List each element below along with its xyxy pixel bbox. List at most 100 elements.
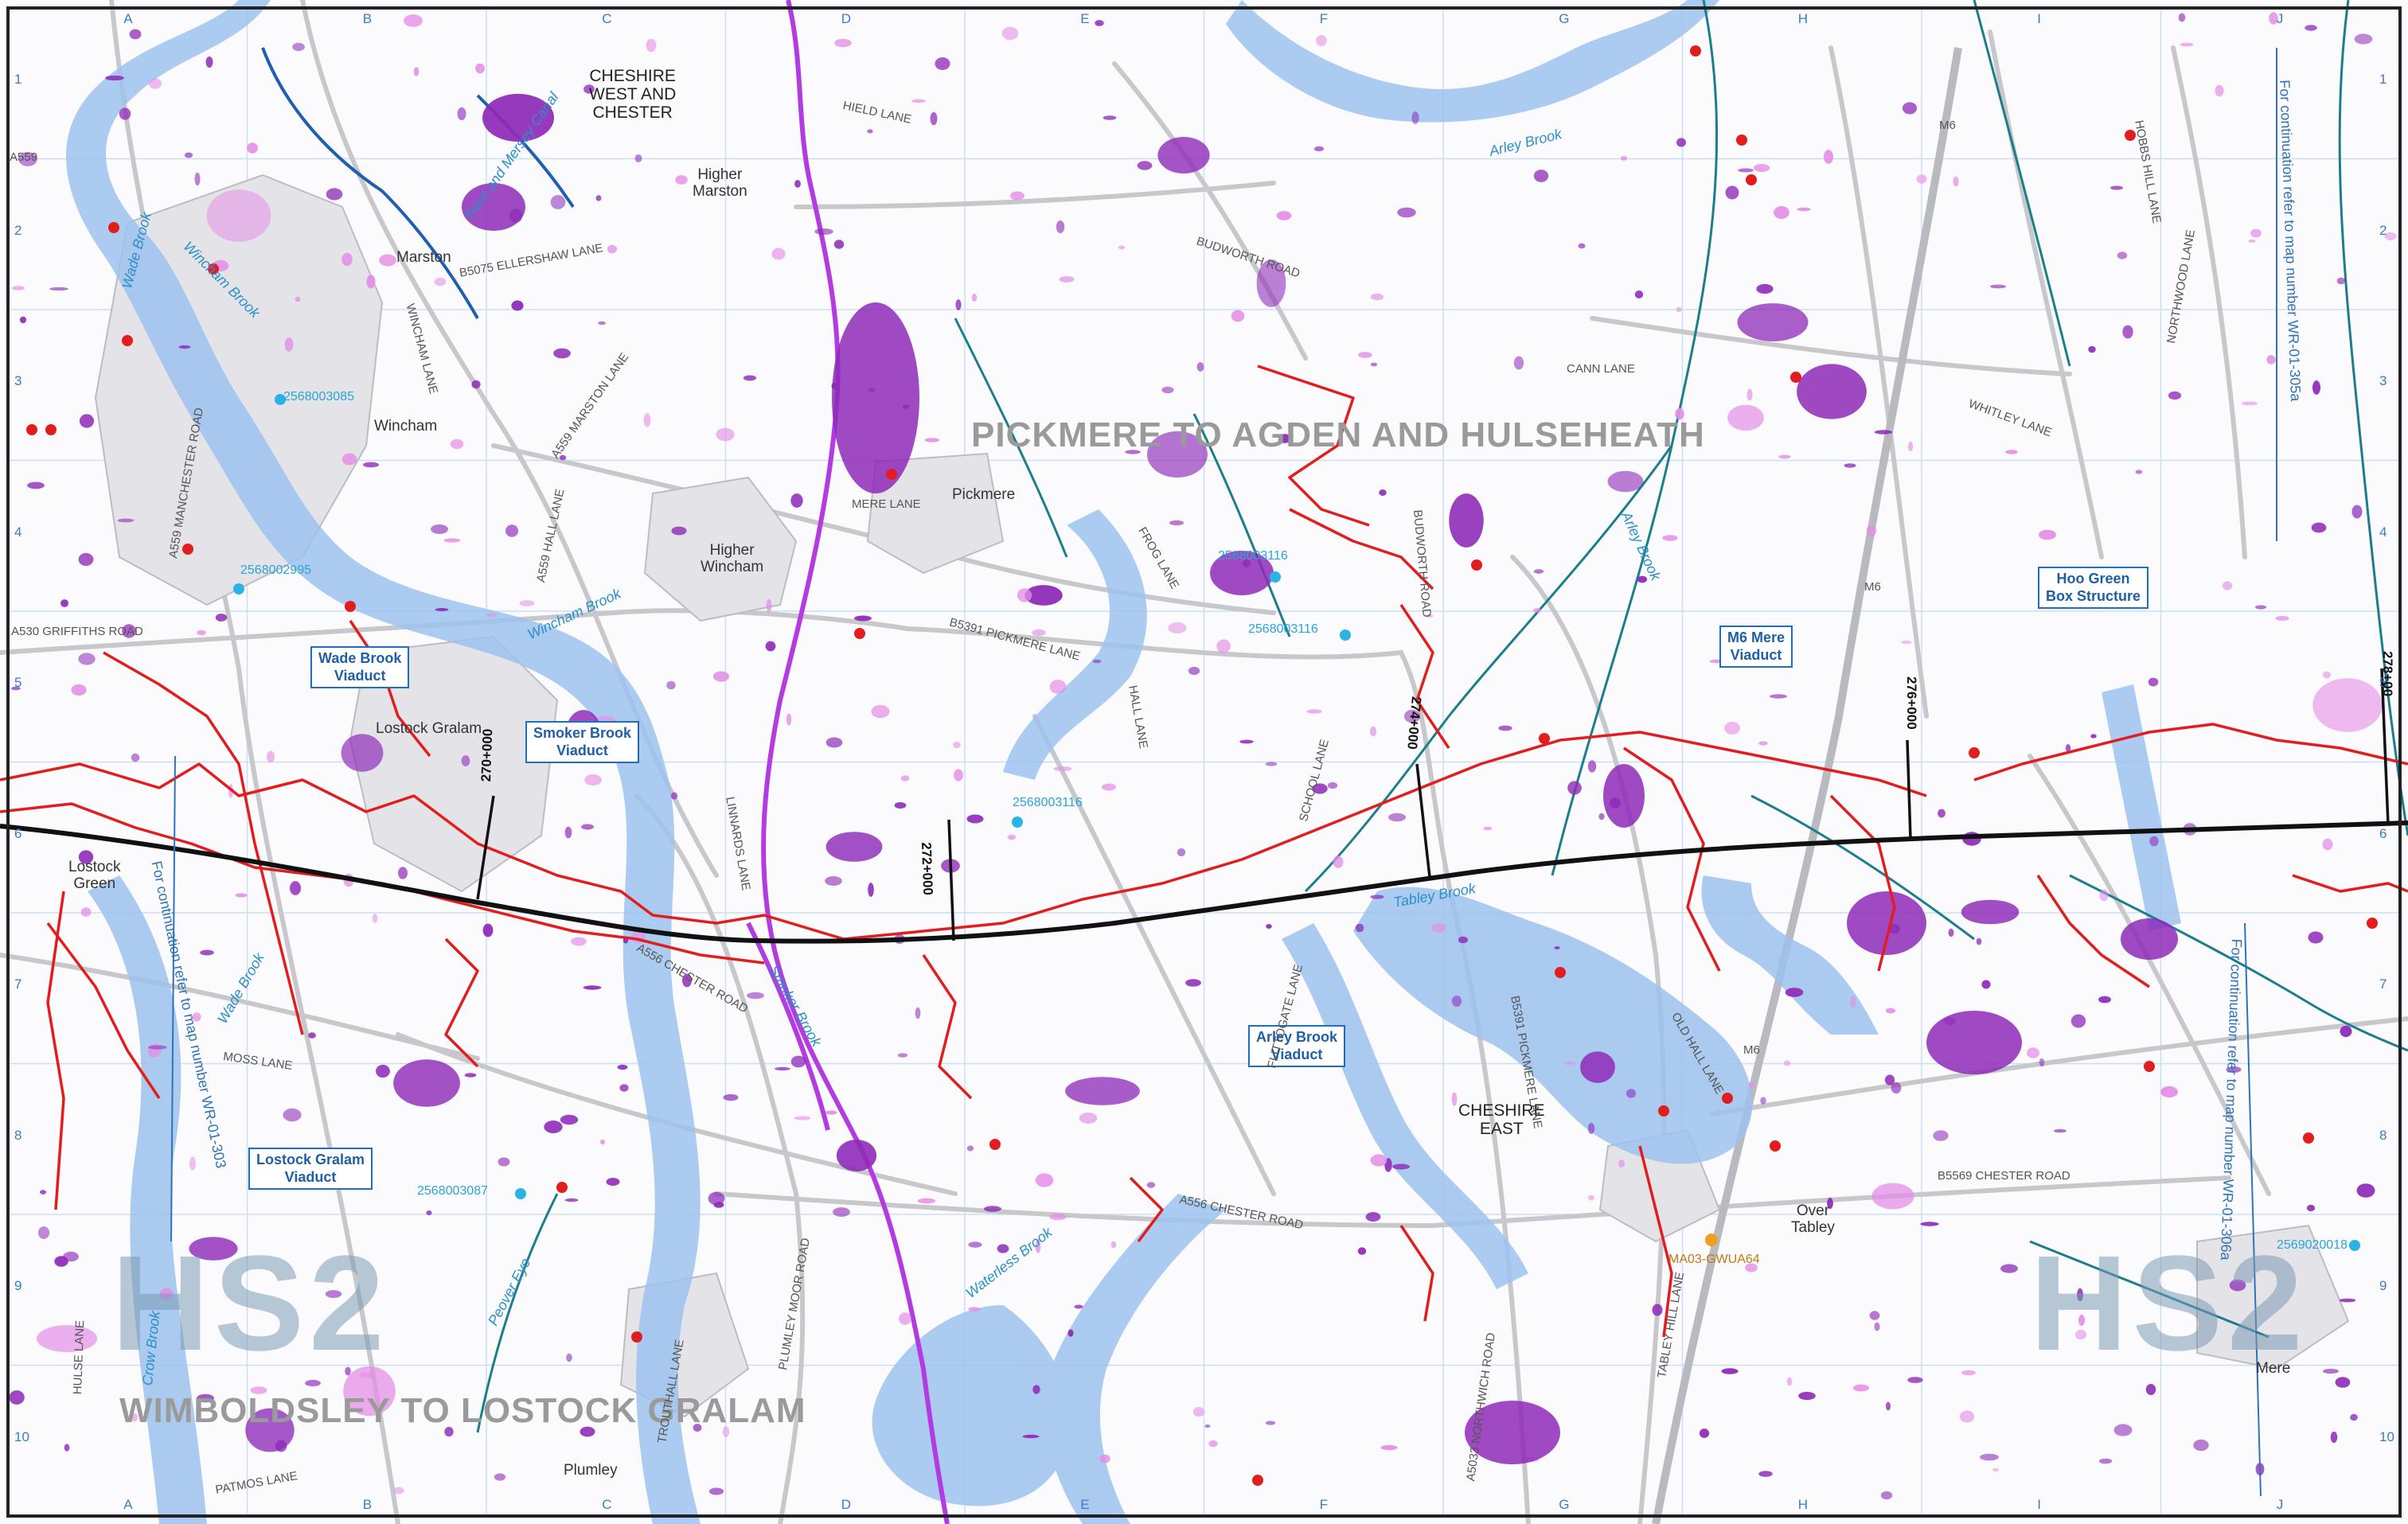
surface-water-patch (1102, 783, 1116, 791)
structure-lostock-gralam-viaduct[interactable]: Lostock Gralam Viaduct (248, 1148, 373, 1191)
chainage-272: 272+000 (919, 841, 936, 896)
surface-water-patch (1565, 1061, 1575, 1066)
surface-water-patch (930, 111, 938, 126)
monitoring-point (886, 469, 897, 480)
surface-water-patch (1725, 185, 1739, 200)
surface-water-patch (1022, 1434, 1040, 1439)
surface-water-patch (1032, 1385, 1040, 1394)
surface-water-patch (825, 1110, 837, 1115)
well-points (233, 394, 2360, 1251)
surface-water-patch (671, 526, 687, 536)
structure-wade-brook-viaduct[interactable]: Wade Brook Viaduct (310, 646, 410, 689)
surface-water-patch (1920, 1222, 1939, 1226)
grid-col-label: B (362, 1497, 373, 1512)
surface-water-patch (2088, 345, 2096, 353)
surface-water-patch (559, 454, 567, 461)
road-mere-lane: MERE LANE (852, 497, 921, 511)
surface-water-patch (1769, 694, 1788, 699)
surface-water-patch (2229, 1279, 2246, 1292)
surface-water-patch (1035, 1173, 1054, 1187)
surface-water-patch (283, 1108, 302, 1122)
surface-water-patch (1786, 1377, 1793, 1386)
surface-water-patch (2351, 505, 2363, 519)
surface-water-patch (122, 624, 136, 638)
place-lostock-green: Lostock Green (68, 859, 121, 892)
surface-water-patch (2122, 325, 2133, 339)
surface-water-patch (1370, 1154, 1387, 1167)
surface-water-patch (723, 1093, 739, 1101)
surface-water-patch (376, 1064, 390, 1078)
grid-col-label: B (362, 11, 373, 26)
surface-water-patch (564, 826, 572, 839)
grid-row-label: 5 (2379, 675, 2387, 690)
surface-water-patch (1110, 1241, 1117, 1249)
surface-water-patch (1618, 1159, 1625, 1168)
surface-water-patch (2312, 380, 2320, 395)
structure-smoker-brook-viaduct[interactable]: Smoker Brook Viaduct (525, 721, 640, 764)
surface-water-patch (235, 893, 248, 898)
surface-water-patch (1824, 150, 1833, 164)
surface-water-patch (2145, 1384, 2156, 1395)
surface-water-pool (1847, 891, 1926, 955)
place-marston: Marston (396, 249, 451, 266)
surface-water-patch (2168, 391, 2182, 400)
monitoring-point (1722, 1093, 1733, 1104)
route-title-south: WIMBOLDSLEY TO LOSTOCK GRALAM (119, 1391, 806, 1430)
grid-row-label: 1 (2379, 72, 2387, 87)
well-label-2569020018: 2569020018 (2277, 1238, 2348, 1252)
surface-water-pool (1603, 764, 1645, 828)
surface-water-patch (854, 615, 872, 622)
grid-col-label: E (1080, 1497, 1090, 1512)
surface-water-patch (2322, 671, 2332, 679)
surface-water-pool (462, 183, 525, 231)
surface-water-patch (2339, 1298, 2356, 1303)
surface-water-patch (1035, 1239, 1041, 1253)
surface-water-patch (450, 438, 464, 450)
surface-water-patch (1403, 709, 1421, 723)
surface-water-patch (2248, 240, 2256, 243)
structure-m6-mere-viaduct[interactable]: M6 Mere Viaduct (1719, 626, 1793, 668)
surface-water-patch (1990, 284, 2006, 289)
surface-water-patch (2110, 185, 2123, 190)
surface-water-patch (2335, 1377, 2351, 1388)
surface-water-patch (1177, 848, 1186, 857)
structure-arley-brook-viaduct[interactable]: Arley Brook Viaduct (1248, 1025, 1346, 1068)
surface-water-patch (247, 142, 258, 154)
surface-water-patch (984, 1206, 1001, 1212)
surface-water-patch (2077, 1288, 2083, 1302)
monitoring-point (2144, 1061, 2155, 1072)
monitoring-point (1471, 559, 1482, 571)
road-m6-north: M6 (1939, 119, 1956, 132)
surface-water-patch (498, 1157, 510, 1167)
surface-water-patch (1388, 813, 1406, 822)
hs2-logo-right: HS2 (2030, 1228, 2308, 1379)
surface-water-patch (1738, 168, 1754, 173)
monitoring-point (1539, 733, 1550, 744)
surface-water-patch (1451, 1092, 1458, 1106)
surface-water-patch (413, 67, 420, 76)
place-wincham: Wincham (374, 418, 438, 435)
surface-water-patch (1137, 161, 1153, 170)
surface-water-patch (2070, 1014, 2086, 1028)
surface-water-patch (1188, 666, 1200, 676)
surface-water-patch (1774, 206, 1789, 219)
surface-water-patch (341, 734, 384, 772)
surface-water-patch (2266, 355, 2276, 364)
surface-water-patch (1204, 1425, 1211, 1428)
surface-water-patch (1327, 781, 1338, 789)
surface-water-patch (119, 107, 131, 120)
surface-water-patch (1886, 1401, 1891, 1411)
surface-water-patch (2135, 470, 2143, 474)
structure-hoo-green-box[interactable]: Hoo Green Box Structure (2038, 567, 2149, 610)
road-cann-lane: CANN LANE (1567, 362, 1635, 376)
surface-water-patch (666, 680, 676, 690)
surface-water-patch (284, 337, 294, 352)
surface-water-patch (825, 832, 883, 862)
surface-water-patch (78, 653, 96, 665)
surface-water-patch (2054, 1128, 2067, 1133)
surface-water-patch (794, 180, 801, 188)
surface-water-patch (486, 613, 498, 618)
surface-water-patch (1333, 856, 1344, 868)
surface-water-patch (197, 1393, 214, 1403)
surface-water-patch (1239, 739, 1254, 744)
